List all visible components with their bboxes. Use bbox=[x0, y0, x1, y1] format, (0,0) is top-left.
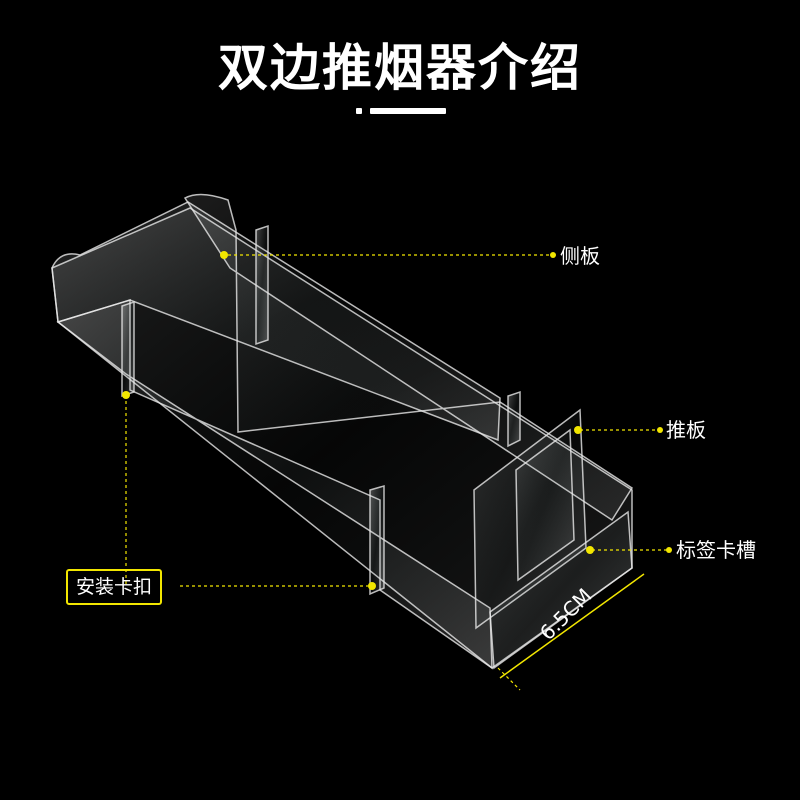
callout-dots bbox=[122, 251, 672, 590]
title-underline-dot bbox=[356, 108, 362, 114]
callout-label-slot: 标签卡槽 bbox=[676, 538, 756, 562]
callout-lines bbox=[125, 254, 668, 691]
title-underline bbox=[356, 108, 446, 114]
callout-side-panel: 侧板 bbox=[560, 244, 600, 268]
callout-mount-clip: 安装卡扣 bbox=[66, 569, 163, 605]
callout-push-plate: 推板 bbox=[666, 418, 706, 442]
dimension-line bbox=[499, 573, 645, 679]
title-underline-bar bbox=[370, 108, 446, 114]
pusher-body bbox=[51, 193, 634, 670]
page-title: 双边推烟器介绍 bbox=[218, 39, 582, 97]
